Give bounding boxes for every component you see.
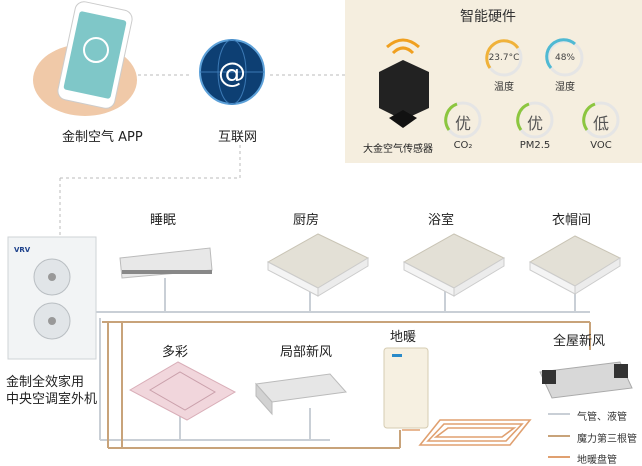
internet-label: 互联网 [218,130,258,145]
closet-cassette-illustration [528,235,622,295]
legend-floor-label: 地暖盘管 [577,455,617,466]
pm25-name: PM2.5 [519,140,551,151]
room-label-closet: 衣帽间 [552,213,592,228]
duocai-unit-illustration [128,361,237,421]
smart-hardware-panel: 智能硬件 [345,0,642,163]
floor-heating-coil [402,419,532,446]
voc-name: VOC [590,140,612,151]
globe-illustration: @ [199,39,265,105]
humidity-value: 48% [554,53,575,63]
wifi-icon [386,38,420,55]
temperature-value: 23.7°C [488,53,520,63]
gas-liquid-pipes [95,278,590,441]
phone-illustration [33,1,137,116]
floor-heating-unit-illustration [383,347,429,429]
sleep-duct-illustration [119,247,213,279]
room-label-sleep: 睡眠 [150,213,177,228]
hardware-title: 智能硬件 [460,9,516,25]
local-fresh-unit-illustration [255,373,347,416]
app-label: 金制空气 APP [62,130,143,145]
outdoor-unit-illustration: VRV [7,236,97,360]
humidity-gauge [545,38,584,77]
co2-value: 优 [454,114,471,133]
kitchen-cassette-illustration [266,233,370,297]
co2-name: CO₂ [453,140,473,151]
temperature-name: 温度 [494,82,514,93]
co2-gauge [444,101,482,139]
humidity-name: 湿度 [555,82,575,93]
voc-value: 低 [592,114,609,133]
third-pipe [102,321,591,449]
whole-fresh-label: 全屋新风 [553,334,606,349]
outdoor-unit-label: 金制全效家用 中央空调室外机 [6,375,98,407]
local-fresh-label: 局部新风 [280,345,333,360]
sensor-label: 大金空气传感器 [363,144,433,155]
hardware-svg [379,38,620,139]
bath-cassette-illustration [402,233,506,297]
air-sensor-device [379,60,429,128]
pm25-value: 优 [526,114,543,133]
floor-heating-label: 地暖 [390,330,417,345]
legend-third-label: 魔力第三根管 [577,434,637,445]
whole-fresh-unit-illustration [539,361,633,399]
svg-text:@: @ [218,56,246,89]
pm25-gauge [516,101,554,139]
svg-text:VRV: VRV [14,246,31,254]
temperature-gauge [485,39,523,77]
duocai-label: 多彩 [162,345,189,360]
voc-gauge [582,101,620,139]
legend-gas-label: 气管、液管 [577,412,627,423]
room-label-kitchen: 厨房 [293,213,320,228]
room-label-bath: 浴室 [428,213,455,228]
